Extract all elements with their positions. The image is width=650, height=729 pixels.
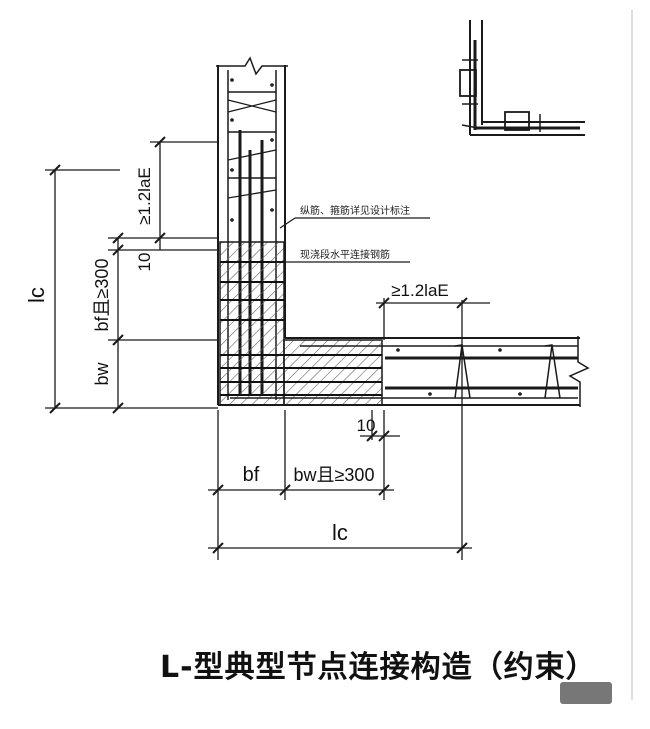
dimension-lines-bottom <box>208 297 490 560</box>
lae-horizontal-label: ≥1.2laE <box>391 281 449 300</box>
bf-horizontal-label: bf <box>243 464 260 486</box>
bf-vertical-label: bf且≥300 <box>92 259 112 332</box>
cast-in-place-zone <box>219 241 383 406</box>
inset-plan-view <box>459 20 585 136</box>
bw-vertical-label: bw <box>92 361 112 385</box>
horizontal-wall <box>218 336 590 407</box>
drawing-title: L-型典型节点连接构造（约束） <box>160 650 597 685</box>
note-rebar-design: 纵筋、箍筋详见设计标注 <box>300 204 410 217</box>
note-connection-rebar: 现浇段水平连接钢筋 <box>300 248 390 261</box>
bw-horizontal-label: bw且≥300 <box>294 465 375 485</box>
lc-horizontal-label: lc <box>332 520 348 545</box>
ten-vertical-label: 10 <box>135 253 154 272</box>
lae-vertical-label: ≥1.2laE <box>135 167 154 225</box>
watermark-badge <box>560 682 612 704</box>
note-leaders <box>270 217 430 263</box>
dimension-lines-left <box>45 136 218 414</box>
ten-horizontal-label: 10 <box>357 416 376 435</box>
lc-vertical-label: lc <box>24 287 49 303</box>
